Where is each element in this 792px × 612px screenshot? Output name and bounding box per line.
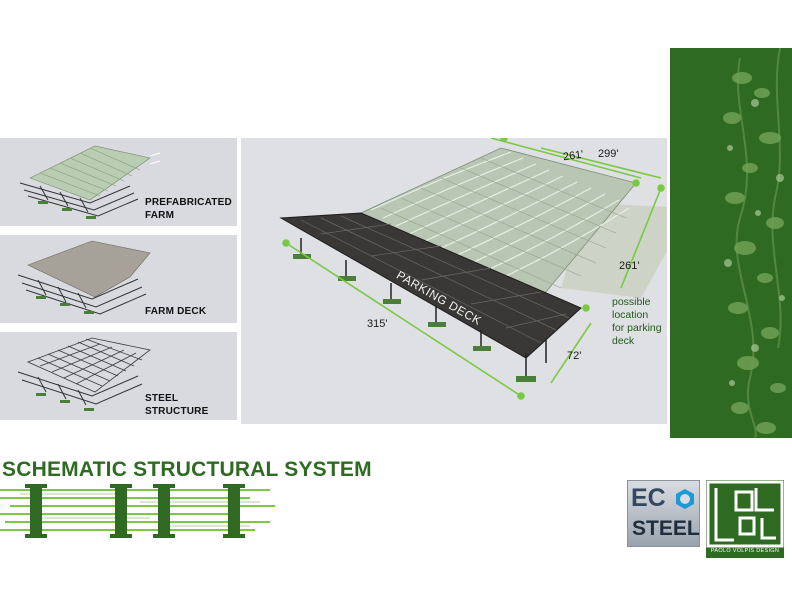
thumbnail-farm-deck (0, 235, 237, 323)
label-line: STRUCTURE (145, 406, 209, 417)
steel-render-thumbnail (17, 337, 151, 411)
decorative-green-band (670, 48, 792, 438)
dimension-lines (282, 138, 665, 400)
note-line: for parking deck (612, 322, 662, 347)
designer-caption: PAOLO VOLPIS DESIGN (710, 548, 780, 554)
parking-location-note: possible location for parking deck (612, 296, 667, 348)
label-line: PREFABRICATED (145, 197, 232, 208)
steel-beam-graphic-icon (0, 484, 275, 538)
main-render-panel: 261' 299' 261' 315' 72' PARKING DECK pos… (241, 138, 667, 424)
steel-text: STEEL (632, 517, 700, 540)
thumbnail-prefabricated-farm (0, 138, 237, 226)
dimension-315: 315' (367, 318, 388, 330)
greenhouse-ribs (380, 157, 627, 289)
green-footings (293, 254, 536, 382)
thumbnail-label-prefabricated-farm: PREFABRICATED FARM (145, 196, 232, 222)
label-line: FARM DECK (145, 306, 207, 317)
farm-render-thumbnail (19, 145, 161, 219)
structural-render-diagram (279, 138, 667, 400)
dimension-299: 299' (598, 148, 619, 160)
thumbnail-steel-structure (0, 332, 237, 420)
parking-deck-grid (300, 215, 570, 344)
parking-deck-slab (279, 212, 582, 359)
thumbnail-label-steel-structure: STEEL STRUCTURE (145, 392, 208, 418)
leaf-pattern-icon (723, 48, 786, 438)
eco-steel-logo: EC STEEL (627, 480, 700, 547)
page-title: SCHEMATIC STRUCTURAL SYSTEM (2, 458, 372, 481)
note-line: possible location (612, 296, 651, 321)
designer-logo: PAOLO VOLPIS DESIGN (706, 480, 784, 558)
hex-bolt-icon (676, 489, 694, 509)
deck-render-thumbnail (17, 240, 151, 315)
label-line: STEEL (145, 393, 179, 404)
eco-text: EC (631, 484, 666, 512)
thumbnail-label-farm-deck: FARM DECK (145, 305, 206, 318)
lol-monogram-icon (706, 480, 784, 548)
label-line: FARM (145, 210, 175, 221)
dimension-72: 72' (567, 350, 582, 362)
dimension-261-right: 261' (619, 260, 640, 272)
